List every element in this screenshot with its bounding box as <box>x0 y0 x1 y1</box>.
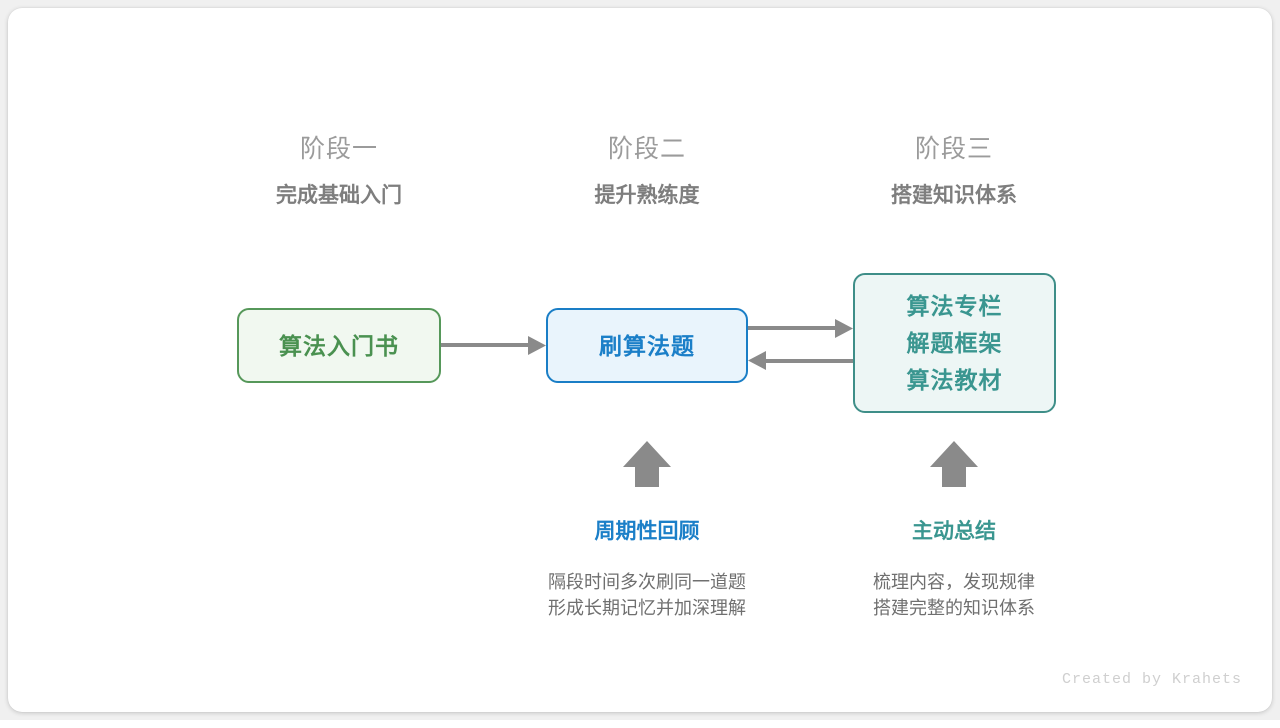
note-summary-desc-line-1: 梳理内容，发现规律 <box>873 572 1035 592</box>
stage-header-2: 阶段二 提升熟练度 <box>507 133 787 211</box>
node-book[interactable]: 算法入门书 <box>237 308 441 383</box>
credit-text: Created by Krahets <box>1061 671 1242 688</box>
arrow-resources-to-practice <box>748 351 853 370</box>
note-review: 周期性回顾 隔段时间多次刷同一道题 形成长期记忆并加深理解 <box>497 517 797 621</box>
node-resources-line-1: 算法专栏 <box>906 292 1003 319</box>
arrow-book-to-practice <box>441 336 546 355</box>
arrow-summary-up <box>930 441 978 487</box>
diagram-card: 阶段一 完成基础入门 阶段二 提升熟练度 阶段三 搭建知识体系 <box>8 8 1272 712</box>
node-practice[interactable]: 刷算法题 <box>546 308 748 383</box>
node-book-line-1: 算法入门书 <box>279 332 399 359</box>
stage-number-3: 阶段三 <box>914 135 993 163</box>
note-review-title: 周期性回顾 <box>594 520 700 543</box>
stage-number-1: 阶段一 <box>299 135 378 163</box>
arrow-review-up <box>623 441 671 487</box>
note-summary-title: 主动总结 <box>912 520 996 543</box>
stage-header-1: 阶段一 完成基础入门 <box>199 133 479 211</box>
note-summary-desc-line-2: 搭建完整的知识体系 <box>873 598 1035 618</box>
node-practice-line-1: 刷算法题 <box>599 332 695 359</box>
arrow-practice-to-resources <box>748 319 853 338</box>
stage-title-3: 搭建知识体系 <box>891 184 1017 207</box>
stage-title-1: 完成基础入门 <box>276 184 402 207</box>
stage-title-2: 提升熟练度 <box>594 184 700 207</box>
node-resources-line-3: 算法教材 <box>906 366 1003 393</box>
stage-header-3: 阶段三 搭建知识体系 <box>814 133 1094 211</box>
note-summary: 主动总结 梳理内容，发现规律 搭建完整的知识体系 <box>804 517 1104 621</box>
note-review-desc-line-1: 隔段时间多次刷同一道题 <box>548 572 746 592</box>
stage-number-2: 阶段二 <box>607 135 686 163</box>
note-review-description: 隔段时间多次刷同一道题 形成长期记忆并加深理解 <box>497 569 797 621</box>
node-resources-line-2: 解题框架 <box>906 329 1003 356</box>
note-review-desc-line-2: 形成长期记忆并加深理解 <box>548 598 746 618</box>
note-summary-description: 梳理内容，发现规律 搭建完整的知识体系 <box>804 569 1104 621</box>
node-resources[interactable]: 算法专栏 解题框架 算法教材 <box>853 273 1056 413</box>
